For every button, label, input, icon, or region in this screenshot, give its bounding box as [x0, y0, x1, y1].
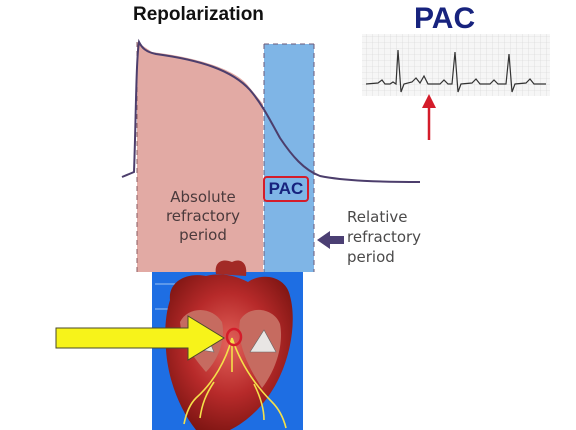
absolute-refractory-label: Absolute refractory period — [148, 188, 258, 245]
relative-label-line3: period — [347, 248, 395, 266]
ectopic-focus-marker — [225, 327, 243, 347]
right-arrow-icon — [55, 315, 225, 361]
left-arrow-icon — [317, 231, 344, 249]
relative-refractory-label: Relative refractory period — [347, 207, 447, 267]
absolute-refractory-region — [137, 42, 263, 272]
ecg-trace — [365, 49, 546, 93]
relative-label-line1: Relative — [347, 208, 408, 226]
absolute-label-line3: period — [179, 226, 227, 244]
absolute-label-line2: refractory — [165, 207, 241, 225]
action-potential-curve — [121, 38, 421, 183]
relative-refractory-band — [264, 44, 314, 272]
repolarization-title: Repolarization — [133, 4, 264, 25]
up-arrow-icon — [422, 94, 436, 140]
ecg-strip — [362, 34, 550, 96]
pac-marker-box: PAC — [263, 176, 309, 202]
absolute-label-line1: Absolute — [170, 188, 236, 206]
relative-label-line2: refractory — [347, 228, 422, 246]
pac-title: PAC — [414, 2, 476, 35]
